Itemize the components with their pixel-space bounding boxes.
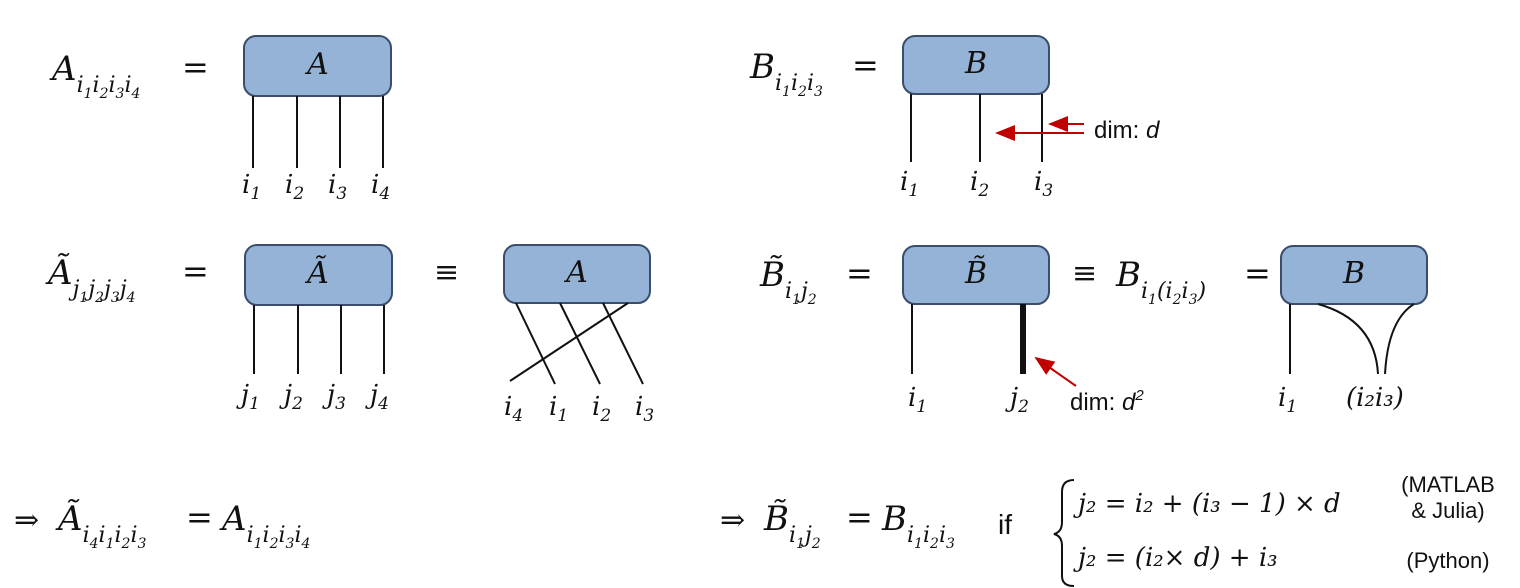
eq-b-equals: =: [852, 46, 879, 84]
result-a-lhs: Ãi4i1i2i3: [55, 499, 147, 552]
tensor-b-fused-label: B: [1342, 256, 1365, 291]
eq-at-equiv: ≡: [434, 255, 459, 290]
leg-label-i2: i2: [285, 170, 304, 204]
leg-label-i1: i1: [908, 383, 927, 417]
eq-bt-equiv: ≡: [1072, 256, 1097, 291]
implies-a: ⇒: [14, 503, 39, 538]
crossed-leg-4: [509, 302, 629, 382]
dim-label-d: dim: d: [1094, 117, 1160, 144]
leg-label-i2: i2: [592, 392, 611, 426]
eq-bt-equals-2: =: [1244, 254, 1271, 292]
result-b-lhs: B̃i1j2: [763, 499, 821, 552]
leg-label-j2: j2: [279, 380, 303, 414]
crossed-leg-1: [515, 302, 556, 385]
tensor-a-label: A: [304, 47, 329, 82]
leg-label-i1: i1: [900, 167, 919, 201]
tensor-a-tilde-label: Ã: [304, 255, 329, 291]
leg-label-i3: i3: [328, 170, 347, 204]
tensor-b-tilde-box: [902, 245, 1050, 305]
leg-label-i3: i3: [635, 392, 654, 426]
tensor-a-tilde-box: [244, 244, 393, 306]
result-b: ⇒ B̃i1j2 = Bi1i2i3 if j₂ = i₂ + (i₃ − 1)…: [720, 472, 1495, 587]
equation-a-tilde: Ãj1j2j3j4 = Ã j1 j2 j3 j4 ≡ A i4 i1 i2 i…: [45, 244, 654, 426]
dim-arrow-j2: [1034, 356, 1077, 387]
result-a: ⇒ Ãi4i1i2i3 = Ai1i2i3i4: [14, 498, 310, 552]
equation-b: Bi1i2i3 = B i1 i2 i3 dim: d: [749, 35, 1160, 201]
leg-label-i3: i3: [1034, 167, 1053, 201]
implies-b: ⇒: [720, 503, 745, 538]
leg-label-j1: j1: [236, 380, 260, 414]
eq-a-lhs: Ai1i2i3i4: [49, 49, 140, 102]
leg-label-j3: j3: [322, 380, 346, 414]
case-1-note-1: (MATLAB: [1401, 472, 1495, 497]
tensor-a-box: [243, 35, 392, 97]
eq-b-lhs: Bi1i2i3: [749, 47, 823, 100]
eq-bt-lhs: B̃i1j2: [759, 255, 817, 308]
leg-label-j4: j4: [365, 380, 389, 414]
tensor-a-permuted-label: A: [563, 255, 588, 290]
leg-label-i1: i1: [1278, 383, 1297, 417]
equation-b-tilde: B̃i1j2 = B̃ i1 j2 dim: d2 ≡ Bi1(i2i3) = …: [759, 245, 1428, 417]
tensor-b-box: [902, 35, 1050, 95]
crossed-leg-2: [559, 302, 601, 385]
tensor-b-label: B: [964, 46, 987, 81]
result-a-rhs: Ai1i2i3i4: [219, 499, 310, 552]
case-1-formula: j₂ = i₂ + (i₃ − 1) × d: [1073, 489, 1341, 519]
eq-at-equals: =: [182, 252, 209, 290]
result-a-equals: =: [186, 498, 213, 536]
leg-label-i1: i1: [549, 392, 568, 426]
result-b-rhs: Bi1i2i3: [881, 499, 955, 552]
result-b-equals: =: [846, 498, 873, 536]
tensor-b-fused-box: [1280, 245, 1428, 305]
case-1-note-2: & Julia): [1411, 498, 1484, 523]
leg-label-j2: j2: [1005, 383, 1029, 417]
equation-a: Ai1i2i3i4 = A i1 i2 i3 i4: [49, 35, 392, 204]
tensor-a-permuted-box: [503, 244, 651, 304]
crossed-leg-3: [602, 302, 644, 385]
leg-label-i1: i1: [242, 170, 261, 204]
tensor-b-tilde-label: B̃: [964, 256, 987, 291]
leg-label-i2: i2: [970, 167, 989, 201]
eq-bt-equals: =: [846, 254, 873, 292]
case-2-formula: j₂ = (i₂× d) + i₃: [1073, 543, 1278, 573]
eq-a-equals: =: [182, 48, 209, 86]
result-b-if: if: [998, 509, 1012, 540]
case-2-note: (Python): [1406, 548, 1489, 573]
leg-label-i2i3: (i₂i₃): [1346, 383, 1404, 413]
cases-brace: [1053, 479, 1075, 587]
eq-bt-mid: Bi1(i2i3): [1115, 255, 1206, 308]
leg-label-i4: i4: [371, 170, 390, 204]
leg-label-i4: i4: [504, 392, 523, 426]
eq-at-lhs: Ãj1j2j3j4: [45, 253, 136, 306]
fused-leg-right: [1384, 303, 1415, 375]
fused-leg-left: [1317, 303, 1379, 375]
dim-label-d2: dim: d2: [1070, 387, 1144, 416]
